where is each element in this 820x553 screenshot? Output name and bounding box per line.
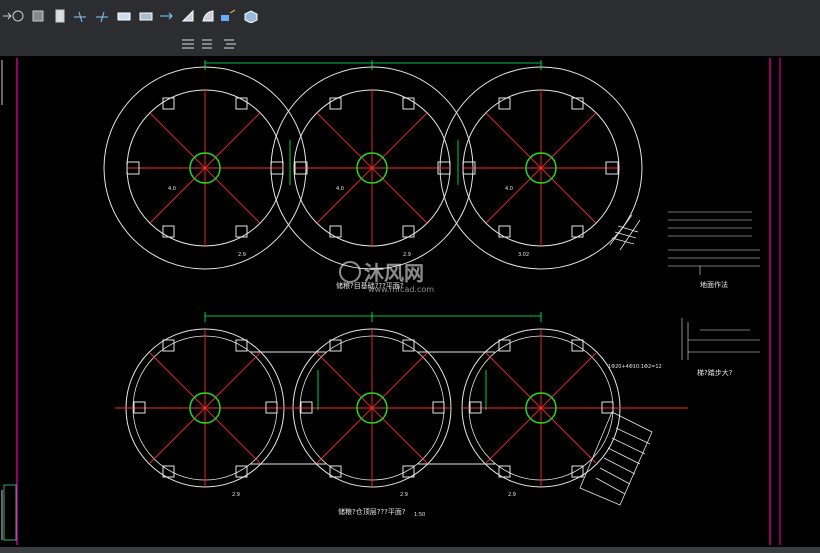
cad-drawing: 4.0 4.0 4.0 2.9 2.9 3.02 储粮?目基础???平面? 沐风… xyxy=(1,58,781,545)
layer-properties-icon[interactable] xyxy=(180,36,196,52)
detail-c-note: 1Φ20+4Φ10:1Φ2=12 xyxy=(608,364,662,370)
lower-label-3: 2.9 xyxy=(508,492,516,498)
rectangle-icon[interactable] xyxy=(116,8,132,24)
extend-icon[interactable] xyxy=(94,8,110,24)
upper-plan-title: 储粮?目基础???平面? xyxy=(336,281,404,290)
box-icon[interactable] xyxy=(138,8,154,24)
drawing-canvas[interactable]: 4.0 4.0 4.0 2.9 2.9 3.02 储粮?目基础???平面? 沐风… xyxy=(0,56,820,547)
detail-a-title: 地面作法 xyxy=(700,280,728,289)
watermark-text: 沐风网 xyxy=(364,261,424,285)
status-bar xyxy=(0,547,820,553)
lower-plan: 1Φ20+4Φ10:1Φ2=12 2.9 2.9 2.9 储粮?仓顶层???平面… xyxy=(115,312,688,518)
arrow-icon[interactable] xyxy=(0,8,16,24)
layer-toolbar xyxy=(0,32,820,83)
region-icon[interactable] xyxy=(30,8,46,24)
layer-tools-icon[interactable] xyxy=(222,36,238,52)
lower-plan-title: 储粮?仓顶层???平面? xyxy=(338,507,406,516)
upper-label-3: 4.0 xyxy=(505,186,513,192)
lower-plan-scale: 1:50 xyxy=(414,512,425,518)
trim-icon[interactable] xyxy=(72,8,88,24)
lower-label-1: 2.9 xyxy=(232,492,240,498)
upper-label-6: 3.02 xyxy=(518,252,529,258)
upper-label-2: 4.0 xyxy=(336,186,344,192)
align-icon[interactable] xyxy=(158,8,174,24)
top-toolbar xyxy=(0,0,820,33)
refresh-icon[interactable] xyxy=(10,8,26,24)
upper-label-4: 2.9 xyxy=(238,252,246,258)
detail-b-title: 梯?踏步大? xyxy=(697,368,733,377)
watermark-url: www.mfcad.com xyxy=(368,285,434,294)
upper-plan: 4.0 4.0 4.0 2.9 2.9 3.02 储粮?目基础???平面? xyxy=(103,60,643,290)
layer-state-icon[interactable] xyxy=(200,36,216,52)
watermark: 沐风网 www.mfcad.com xyxy=(339,261,434,294)
parallelogram-icon[interactable] xyxy=(180,8,196,24)
upper-label-5: 2.9 xyxy=(403,252,411,258)
detail-a: 地面作法 xyxy=(668,211,760,289)
chamfer-icon[interactable] xyxy=(220,8,236,24)
document-icon[interactable] xyxy=(52,8,68,24)
lower-label-2: 2.9 xyxy=(400,492,408,498)
cube-icon[interactable] xyxy=(242,8,258,24)
upper-label-1: 4.0 xyxy=(168,186,176,192)
fillet-icon[interactable] xyxy=(200,8,216,24)
detail-b: 梯?踏步大? xyxy=(681,318,760,377)
